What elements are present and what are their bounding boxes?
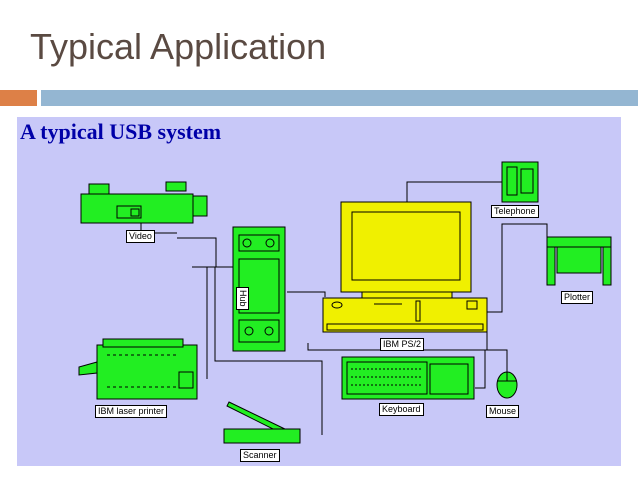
scanner-icon bbox=[223, 401, 301, 444]
label-hub: Hub bbox=[236, 287, 249, 310]
label-keyboard: Keyboard bbox=[379, 403, 424, 416]
monitor-icon bbox=[340, 201, 472, 299]
telephone-icon bbox=[501, 161, 539, 203]
label-mouse: Mouse bbox=[486, 405, 520, 418]
label-telephone: Telephone bbox=[491, 205, 539, 218]
cable-telephone bbox=[406, 181, 502, 207]
accent-bar-orange bbox=[0, 90, 37, 106]
computer-icon bbox=[322, 297, 488, 333]
keyboard-icon bbox=[341, 356, 475, 400]
cable-scanner-hub bbox=[199, 266, 323, 435]
label-ibm-ps2: IBM PS/2 bbox=[380, 338, 425, 351]
cable-video-hub bbox=[177, 237, 233, 268]
usb-diagram: A typical USB system Video Telephone Hub… bbox=[17, 117, 621, 466]
cable-plotter bbox=[487, 223, 548, 313]
laser-printer-icon bbox=[78, 338, 198, 400]
label-ibm-laser-printer: IBM laser printer bbox=[95, 405, 168, 418]
cable-printer bbox=[192, 266, 208, 379]
diagram-heading: A typical USB system bbox=[20, 119, 222, 144]
video-camera-icon bbox=[80, 181, 208, 234]
slide-title: Typical Application bbox=[30, 26, 327, 67]
mouse-icon bbox=[496, 371, 518, 399]
accent-bar-blue bbox=[41, 90, 638, 106]
cable-hub-computer bbox=[287, 291, 326, 297]
label-plotter: Plotter bbox=[561, 291, 594, 304]
label-scanner: Scanner bbox=[240, 449, 280, 462]
label-video: Video bbox=[126, 230, 155, 243]
plotter-icon bbox=[546, 236, 612, 286]
cable-mouse bbox=[475, 349, 508, 389]
